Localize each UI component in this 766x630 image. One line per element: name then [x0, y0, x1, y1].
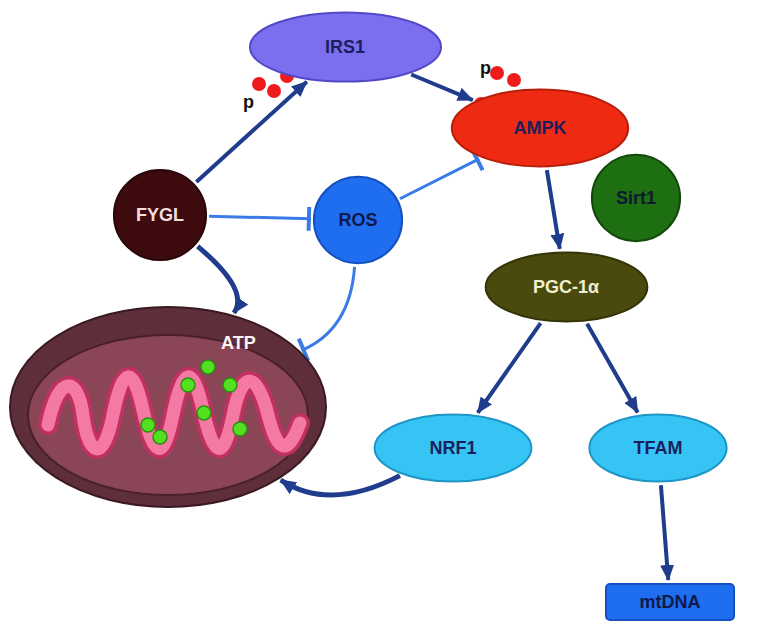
- compound-circle: FYGL: [113, 168, 207, 262]
- inhibition-connector: [400, 159, 479, 199]
- phospho-label: p: [243, 92, 254, 113]
- protein-ellipse: IRS1: [248, 11, 443, 83]
- phospho-dot: [507, 73, 521, 87]
- phospho-dot: [267, 84, 281, 98]
- protein-ellipse: AMPK: [450, 88, 630, 168]
- inhibition-connector: [209, 216, 311, 219]
- activation-arrow: [587, 324, 638, 413]
- phospho-dot: [252, 77, 266, 91]
- protein-ellipse: TFAM: [588, 413, 728, 483]
- phospho-label: p: [480, 58, 491, 79]
- activation-arrow: [661, 485, 668, 580]
- protein-ellipse: PGC-1α: [484, 251, 649, 323]
- protein-circle: Sirt1: [591, 153, 681, 243]
- node-label: TFAM: [634, 438, 683, 459]
- node-label: PGC-1α: [533, 277, 599, 298]
- activation-arrow: [478, 323, 541, 413]
- activation-arrow: [411, 75, 473, 101]
- activation-arrow: [281, 476, 400, 495]
- node-label: FYGL: [136, 205, 184, 226]
- node-label: Sirt1: [616, 188, 656, 209]
- mitochondrion-illustration: [8, 305, 328, 510]
- node-label: ROS: [338, 210, 377, 231]
- node-label: IRS1: [325, 37, 365, 58]
- dna-box: mtDNA: [605, 583, 735, 621]
- protein-ellipse: NRF1: [373, 413, 533, 483]
- node-label: AMPK: [514, 118, 567, 139]
- activation-arrow: [196, 82, 306, 182]
- activation-arrow: [547, 170, 560, 249]
- node-label: NRF1: [429, 438, 476, 459]
- node-label: mtDNA: [640, 592, 701, 613]
- ros-circle: ROS: [313, 175, 403, 265]
- phospho-dot: [490, 66, 504, 80]
- atp-label: ATP: [221, 333, 256, 354]
- inhibition-connector: [302, 267, 355, 350]
- activation-arrow: [198, 246, 238, 312]
- mitochondrion: ATP: [8, 305, 328, 510]
